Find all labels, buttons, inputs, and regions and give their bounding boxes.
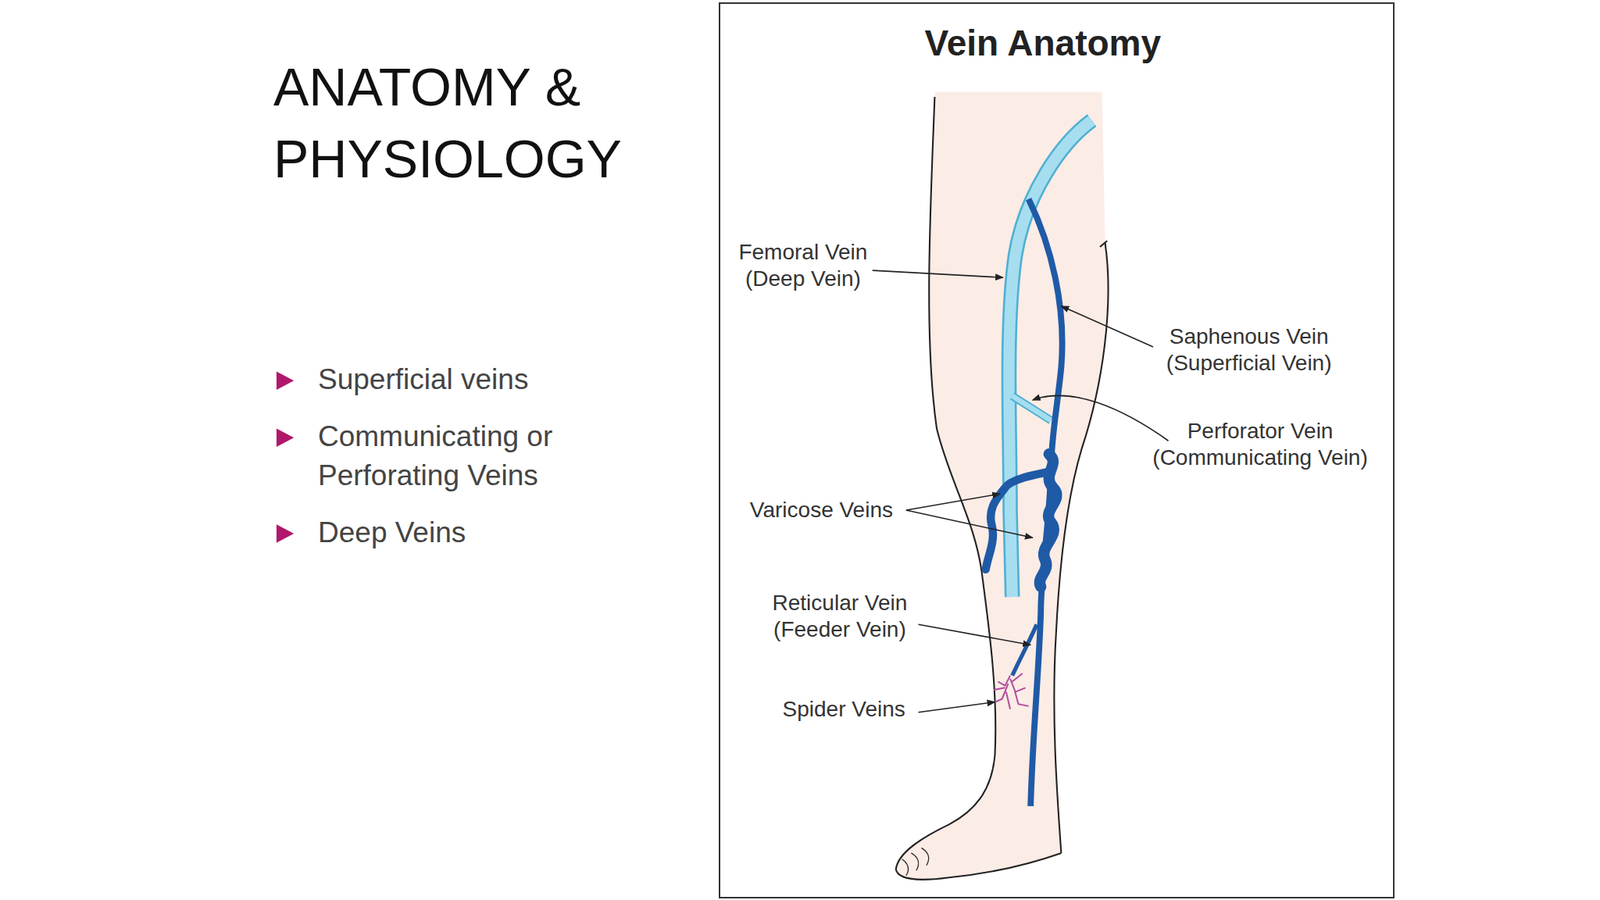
bullet-marker <box>276 428 294 448</box>
leg-outline <box>1100 240 1108 247</box>
callout-label: Saphenous Vein (Superficial Vein) <box>1145 323 1353 377</box>
callout-label: Reticular Vein (Feeder Vein) <box>753 589 926 643</box>
leader-line <box>906 493 1000 511</box>
bullet-text: Deep Veins <box>317 513 686 553</box>
leader-line <box>906 510 1033 538</box>
figure-frame: Vein AnatomyFemoral Vein (Deep Vein) Saph… <box>718 2 1395 899</box>
leg-fill <box>896 92 1109 880</box>
leader-line <box>1060 306 1154 347</box>
saphenous-vein <box>1028 199 1063 807</box>
slide-title: ANATOMY & PHYSIOLOGY <box>273 50 696 195</box>
bullet-marker <box>276 371 294 390</box>
varicose-vein <box>985 471 1052 569</box>
bullet-marker <box>276 524 294 543</box>
leader-line <box>1032 395 1169 441</box>
spider-veins <box>993 673 1029 710</box>
bullet-text: Communicating or Perforating Veins <box>317 417 686 496</box>
femoral-vein <box>1008 120 1092 597</box>
leader-line <box>918 702 996 713</box>
figure-heading: Vein Anatomy <box>878 21 1208 65</box>
callout-label: Varicose Veins <box>727 496 915 524</box>
femoral-vein <box>1008 120 1092 597</box>
leader-line <box>918 624 1032 645</box>
perforator-vein <box>1012 396 1052 421</box>
reticular-vein <box>1012 624 1037 675</box>
toe-lines <box>902 847 929 875</box>
callout-label: Spider Veins <box>765 696 922 723</box>
callout-label: Femoral Vein (Deep Vein) <box>718 239 887 293</box>
bullet-text: Superficial veins <box>317 360 686 400</box>
leader-line <box>872 270 1004 278</box>
leader-lines <box>872 270 1169 713</box>
callout-label: Perforator Vein (Communicating Vein) <box>1131 417 1390 472</box>
perforator-vein <box>1012 396 1052 421</box>
